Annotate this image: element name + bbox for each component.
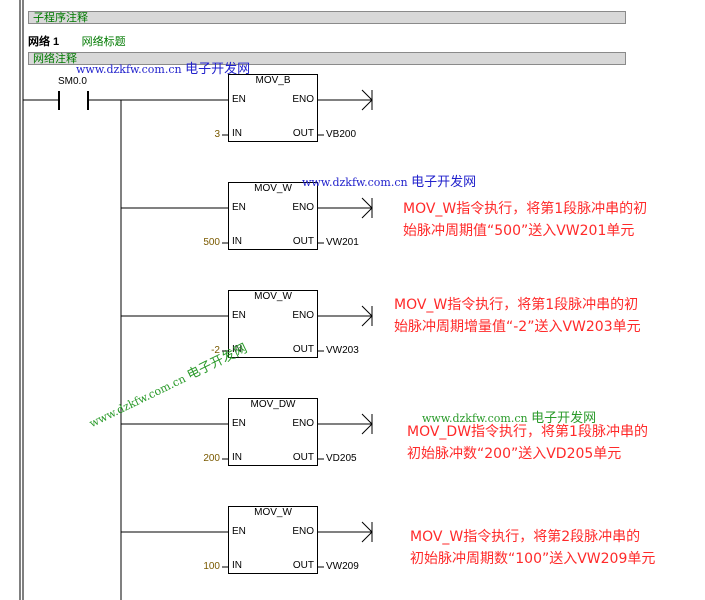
network-title[interactable]: 网络标题 [81, 36, 126, 48]
in-pin: IN [232, 452, 242, 463]
annotation-3: MOV_DW指令执行，将第1段脉冲串的 初始脉冲数“200”送入VD205单元 [407, 421, 648, 465]
out-value-4[interactable]: VD205 [326, 453, 357, 464]
mov-dw-block[interactable]: MOV_DW EN ENO IN OUT [228, 398, 318, 466]
subroutine-comment-label: 子程序注释 [33, 12, 88, 24]
watermark-url: www.dzkfw.com.cn [422, 412, 528, 425]
in-pin: IN [232, 128, 242, 139]
watermark-1: www.dzkfw.com.cn 电子开发网 [76, 58, 250, 77]
in-pin: IN [232, 344, 242, 355]
en-pin: EN [232, 526, 246, 537]
subroutine-comment-bar[interactable]: 子程序注释 [28, 11, 626, 24]
in-value-3[interactable]: -2 [211, 345, 220, 356]
out-pin: OUT [292, 344, 314, 355]
en-pin: EN [232, 310, 246, 321]
eno-pin: ENO [292, 418, 314, 429]
contact-sm0-label[interactable]: SM0.0 [58, 76, 87, 87]
network-label: 网络 1 [28, 36, 60, 48]
block-title: MOV_B [255, 75, 291, 86]
watermark-name: 电子开发网 [531, 411, 597, 426]
watermark-url: www.dzkfw.com.cn [302, 176, 408, 189]
annotation-line: MOV_DW指令执行，将第1段脉冲串的 [407, 424, 648, 440]
watermark-2: www.dzkfw.com.cn 电子开发网 [302, 171, 476, 190]
in-pin: IN [232, 236, 242, 247]
annotation-4: MOV_W指令执行，将第2段脉冲串的 初始脉冲周期数“100”送入VW209单元 [410, 526, 655, 570]
annotation-2: MOV_W指令执行，将第1段脉冲串的初 始脉冲周期增量值“-2”送入VW203单… [394, 294, 641, 338]
block-title: MOV_W [254, 183, 292, 194]
out-value-5[interactable]: VW209 [326, 561, 359, 572]
eno-pin: ENO [292, 202, 314, 213]
out-value-3[interactable]: VW203 [326, 345, 359, 356]
mov-w-block-1[interactable]: MOV_W EN ENO IN OUT [228, 182, 318, 250]
block-title: MOV_W [254, 291, 292, 302]
in-pin: IN [232, 560, 242, 571]
out-value-1[interactable]: VB200 [326, 129, 357, 140]
out-value-2[interactable]: VW201 [326, 237, 359, 248]
out-pin: OUT [292, 128, 314, 139]
en-pin: EN [232, 202, 246, 213]
en-pin: EN [232, 94, 246, 105]
network-header: 网络 1 网络标题 [28, 32, 126, 50]
eno-pin: ENO [292, 526, 314, 537]
in-value-1[interactable]: 3 [214, 129, 220, 140]
network-comment-bar[interactable]: 网络注释 [28, 52, 626, 65]
in-value-4[interactable]: 200 [203, 453, 220, 464]
mov-w-block-2[interactable]: MOV_W EN ENO IN OUT [228, 290, 318, 358]
block-title: MOV_W [254, 507, 292, 518]
out-pin: OUT [292, 452, 314, 463]
annotation-line: MOV_W指令执行，将第2段脉冲串的 [410, 529, 641, 545]
annotation-line: MOV_W指令执行，将第1段脉冲串的初 [394, 297, 639, 313]
watermark-3: www.dzkfw.com.cn 电子开发网 [422, 407, 596, 426]
mov-b-block[interactable]: MOV_B EN ENO IN OUT [228, 74, 318, 142]
annotation-line: 始脉冲周期值“500”送入VW201单元 [403, 223, 635, 239]
block-title: MOV_DW [250, 399, 296, 410]
eno-pin: ENO [292, 94, 314, 105]
annotation-line: 初始脉冲数“200”送入VD205单元 [407, 446, 622, 462]
network-comment-label: 网络注释 [33, 53, 77, 65]
out-pin: OUT [292, 236, 314, 247]
watermark-name: 电子开发网 [411, 175, 477, 190]
annotation-line: MOV_W指令执行，将第1段脉冲串的初 [403, 201, 648, 217]
watermark-url: www.dzkfw.com.cn [76, 63, 182, 76]
out-pin: OUT [292, 560, 314, 571]
eno-pin: ENO [292, 310, 314, 321]
in-value-5[interactable]: 100 [203, 561, 220, 572]
annotation-line: 始脉冲周期增量值“-2”送入VW203单元 [394, 319, 641, 335]
annotation-line: 初始脉冲周期数“100”送入VW209单元 [410, 551, 656, 567]
in-value-2[interactable]: 500 [203, 237, 220, 248]
mov-w-block-3[interactable]: MOV_W EN ENO IN OUT [228, 506, 318, 574]
watermark-name: 电子开发网 [185, 62, 251, 77]
en-pin: EN [232, 418, 246, 429]
annotation-1: MOV_W指令执行，将第1段脉冲串的初 始脉冲周期值“500”送入VW201单元 [403, 198, 647, 242]
